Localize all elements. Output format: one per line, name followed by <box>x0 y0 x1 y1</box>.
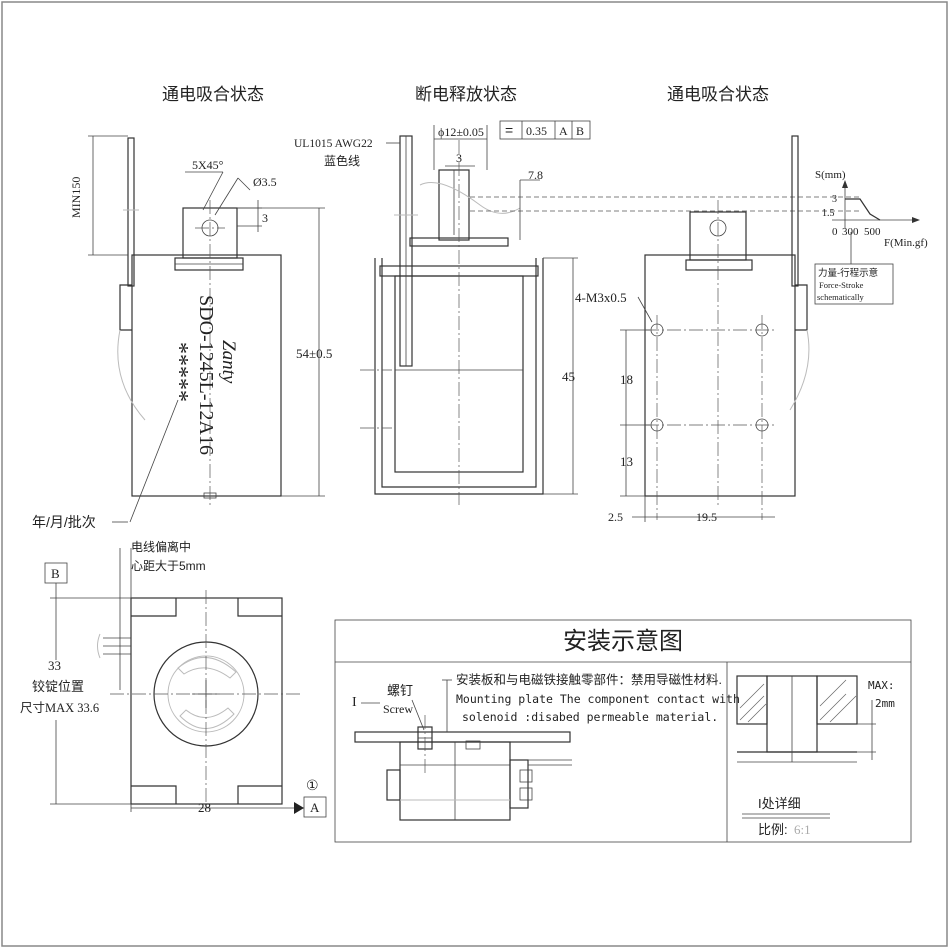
wire-offset-note-1: 电线偏离中 <box>131 539 191 554</box>
graph-legend-en2: schematically <box>817 292 864 302</box>
graph-tick-3: 3 <box>832 194 837 205</box>
graph-axis-s: S(mm) <box>815 169 846 181</box>
middle-view-title: 断电释放状态 <box>415 85 517 104</box>
tol-symbol: = <box>505 122 513 138</box>
graph-axis-f: F(Min.gf) <box>884 237 928 249</box>
right-view-title: 通电吸合状态 <box>667 85 769 104</box>
detail-scale-label: 比例: <box>758 822 788 837</box>
dia-spec-label: ϕ12±0.05 <box>438 125 484 139</box>
install-note-cn: 安装板和与电磁铁接触零部件：禁用导磁性材料. <box>456 672 722 687</box>
bottom-body <box>130 597 283 805</box>
graph-tick-15: 1.5 <box>822 208 835 219</box>
right-dim-25: 2.5 <box>608 510 623 524</box>
right-dim-13: 13 <box>620 454 633 469</box>
middle-view: UL1015 AWG22 蓝色线 ϕ12±0.05 = 0.35 A B 3 7… <box>294 120 860 505</box>
graph-tick-500: 500 <box>864 226 881 238</box>
install-note-en2: solenoid :disabed permeable material. <box>462 710 718 724</box>
brand-label: Zanty <box>218 340 239 384</box>
graph-tick-0: 0 <box>832 226 838 238</box>
stars-label: ***** <box>166 342 192 402</box>
datum-a-label: A <box>310 800 320 815</box>
graph-legend-cn: 力量-行程示意 <box>818 267 878 279</box>
left-dim-3: 3 <box>262 211 268 225</box>
datum-b-label: B <box>51 566 60 581</box>
wire-offset-note-2: 心距大于5mm <box>131 559 206 573</box>
graph-legend-box <box>814 263 894 305</box>
right-body <box>644 254 796 497</box>
detail-scale-value: 6:1 <box>794 822 811 837</box>
bottom-dim-33: 33 <box>48 658 61 673</box>
wire-color-label: 蓝色线 <box>324 154 360 168</box>
install-frame <box>334 619 912 843</box>
right-view: 4-M3x0.5 18 13 2.5 19.5 S(mm) 3 1.5 0 30… <box>575 135 928 524</box>
graph-legend-en1: Force-Stroke <box>819 280 864 290</box>
left-view: 5X45° Ø3.5 3 MIN150 54±0.5 SDO-1245L-12A… <box>32 135 332 530</box>
graph-tick-300: 300 <box>842 226 859 238</box>
tol-datum-a: A <box>559 124 568 138</box>
wire-spec-label: UL1015 AWG22 <box>294 138 373 150</box>
detail-i-label: I处详细 <box>758 796 801 811</box>
detail-marker-i: I <box>352 695 357 710</box>
tol-value: 0.35 <box>526 124 547 138</box>
screw-spec-label: 4-M3x0.5 <box>575 290 627 305</box>
circle-number: ① <box>306 777 319 793</box>
bottom-view: 电线偏离中 心距大于5mm B 33 铰锭位置 尺寸MAX 33.6 28 A … <box>20 539 327 818</box>
detail-max-value: 2mm <box>875 697 895 710</box>
install-schematic: 安装示意图 I 螺钉 Screw 安装板和与电磁铁接触零部件：禁用导磁性材料. … <box>334 619 912 843</box>
hole-dia-label: Ø3.5 <box>253 175 277 189</box>
left-body <box>131 254 282 497</box>
screw-label-en: Screw <box>383 702 413 716</box>
screw-label-cn: 螺钉 <box>387 683 413 698</box>
middle-dim-3: 3 <box>456 151 462 165</box>
left-height-label: 54±0.5 <box>296 346 332 361</box>
middle-dim-45: 45 <box>562 369 575 384</box>
right-lead-wire <box>791 135 799 287</box>
model-label: SDO-1245L-12A16 <box>195 295 217 455</box>
tolerance-frame <box>499 120 591 140</box>
install-note-en1: Mounting plate The component contact wit… <box>456 692 740 706</box>
force-stroke-graph: S(mm) 3 1.5 0 300 500 F(Min.gf) 力量-行程示意 … <box>814 169 928 305</box>
chamfer-label: 5X45° <box>192 158 224 172</box>
lead-min-label: MIN150 <box>69 177 83 218</box>
right-dim-195: 19.5 <box>696 510 717 524</box>
detail-max-label: MAX: <box>868 679 895 692</box>
tol-datum-b: B <box>576 124 584 138</box>
left-view-title: 通电吸合状态 <box>162 85 264 104</box>
rivet-max-label: 尺寸MAX 33.6 <box>20 701 99 715</box>
middle-dim-78: 7.8 <box>528 168 543 182</box>
datum-a-box <box>303 796 327 818</box>
mounting-plate <box>354 731 571 743</box>
install-title: 安装示意图 <box>563 628 683 655</box>
bottom-dim-28: 28 <box>198 800 211 815</box>
right-dim-18: 18 <box>620 372 633 387</box>
date-batch-label: 年/月/批次 <box>32 514 96 530</box>
detail-view: MAX: 2mm I处详细 比例: 6:1 <box>736 675 895 837</box>
rivet-position-label: 铰锭位置 <box>32 679 84 694</box>
screw-holes <box>645 315 775 520</box>
left-lead-wire <box>127 137 135 287</box>
